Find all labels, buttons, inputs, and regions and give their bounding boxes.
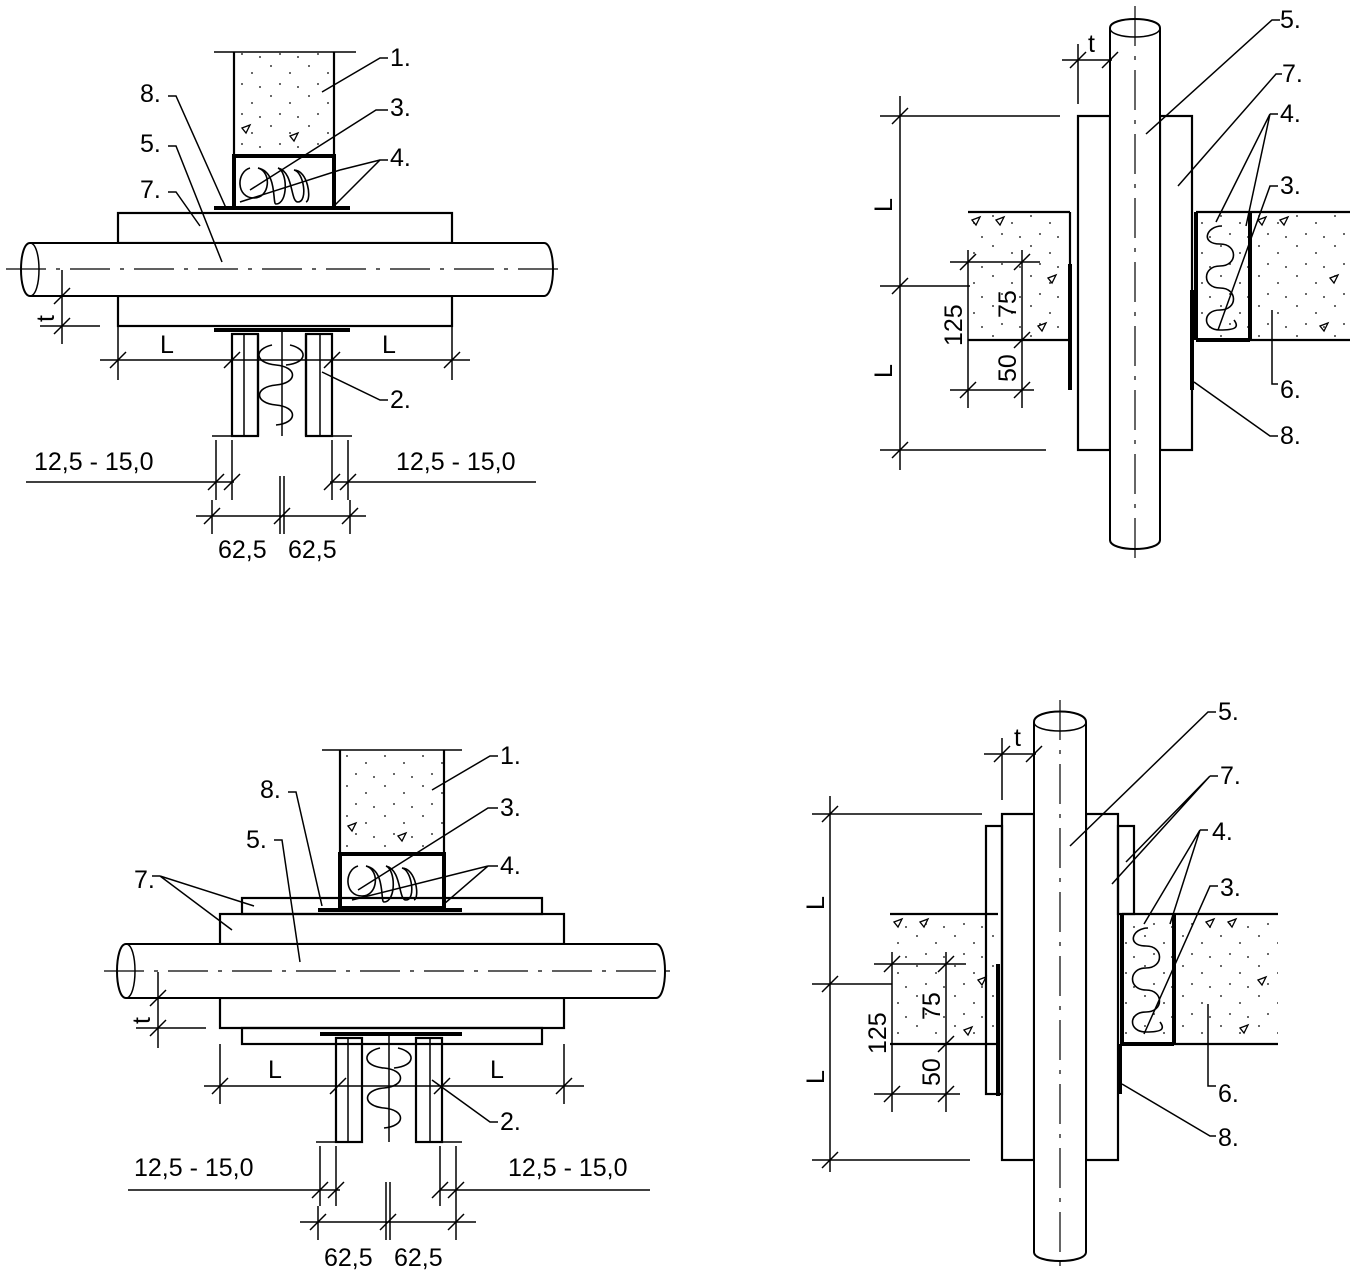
label-3-bl: 3. xyxy=(500,794,521,822)
dim-75: 75 xyxy=(994,290,1022,318)
label-3-br: 3. xyxy=(1220,874,1241,902)
dim-half-left: 62,5 xyxy=(218,536,267,564)
dim-50-br: 50 xyxy=(918,1058,946,1086)
pipe-insulation-upper xyxy=(116,211,454,245)
dim-125: 125 xyxy=(940,304,968,346)
dim-t-br: t xyxy=(1014,724,1021,752)
dim-L-lower: L xyxy=(870,364,898,378)
label-7-tr: 7. xyxy=(1282,60,1303,88)
label-2: 2. xyxy=(390,386,411,414)
dim-half-left-bl: 62,5 xyxy=(324,1244,373,1272)
detail-top-left: L L t 12,5 - 15,0 12,5 - 15,0 62,5 62,5 xyxy=(6,44,568,564)
label-8-br: 8. xyxy=(1218,1124,1239,1152)
gypsum-board-right xyxy=(304,332,334,438)
dim-t-bl: t xyxy=(128,1017,156,1024)
floor-slab-right-br xyxy=(1122,914,1278,1044)
dim-gap-left-bl: 12,5 - 15,0 xyxy=(134,1154,254,1182)
pipe-insulation-lower xyxy=(116,294,454,328)
detail-bottom-left: L L t 12,5 - 15,0 12,5 - 15,0 62,5 62,5 xyxy=(104,742,678,1272)
inner-insulation-left-br xyxy=(1000,812,1036,1162)
label-6-tr: 6. xyxy=(1280,376,1301,404)
concrete-slab-bl xyxy=(340,750,444,854)
label-5: 5. xyxy=(140,130,161,158)
dim-L-upper: L xyxy=(870,198,898,212)
dim-L-upper-br: L xyxy=(802,896,830,910)
gypsum-board-left-bl xyxy=(334,1036,364,1144)
label-5-bl: 5. xyxy=(246,826,267,854)
inner-insulation-lower xyxy=(218,996,566,1030)
concrete-slab xyxy=(234,52,334,156)
label-7-bl: 7. xyxy=(134,866,155,894)
label-8-bl: 8. xyxy=(260,776,281,804)
dim-L-right: L xyxy=(382,331,396,359)
label-5-tr: 5. xyxy=(1280,6,1301,34)
pipe-insulation-right xyxy=(1158,114,1194,452)
mineral-wool-filling xyxy=(232,154,336,210)
inner-insulation-upper xyxy=(218,912,566,946)
dim-L-left: L xyxy=(160,331,174,359)
dim-t: t xyxy=(32,315,60,322)
outer-insulation-right-br xyxy=(1116,824,1136,916)
detail-bottom-right: L L 125 75 50 t 5. 7. 4. 3. 6. 8. xyxy=(802,698,1278,1272)
label-1-bl: 1. xyxy=(500,742,521,770)
floor-slab-left xyxy=(968,212,1068,340)
dim-t-tr: t xyxy=(1088,30,1095,58)
label-2-bl: 2. xyxy=(500,1108,521,1136)
dim-75-br: 75 xyxy=(918,992,946,1020)
detail-top-right: L L 125 75 50 t 5. 7. 4. 3. 6. 8. xyxy=(870,6,1350,562)
dim-gap-right-bl: 12,5 - 15,0 xyxy=(508,1154,628,1182)
label-4-tr: 4. xyxy=(1280,100,1301,128)
label-5-br: 5. xyxy=(1218,698,1239,726)
label-3: 3. xyxy=(390,94,411,122)
dim-half-right: 62,5 xyxy=(288,536,337,564)
label-4-bl: 4. xyxy=(500,852,521,880)
label-7-br: 7. xyxy=(1220,762,1241,790)
label-1: 1. xyxy=(390,44,411,72)
label-4: 4. xyxy=(390,144,411,172)
dim-half-right-bl: 62,5 xyxy=(394,1244,443,1272)
label-3-tr: 3. xyxy=(1280,172,1301,200)
floor-slab-right xyxy=(1196,212,1350,340)
gypsum-board-left xyxy=(230,332,260,438)
dim-50: 50 xyxy=(994,354,1022,382)
dim-L-right-bl: L xyxy=(490,1056,504,1084)
label-6-br: 6. xyxy=(1218,1080,1239,1108)
label-7: 7. xyxy=(140,176,161,204)
label-8-tr: 8. xyxy=(1280,422,1301,450)
dim-L-left-bl: L xyxy=(268,1056,282,1084)
dim-gap-right: 12,5 - 15,0 xyxy=(396,448,516,476)
pipe-insulation-left xyxy=(1076,114,1112,452)
label-8: 8. xyxy=(140,80,161,108)
inner-insulation-right-br xyxy=(1084,812,1120,1162)
dim-gap-left: 12,5 - 15,0 xyxy=(34,448,154,476)
label-4-br: 4. xyxy=(1212,818,1233,846)
dim-L-lower-br: L xyxy=(802,1070,830,1084)
dim-125-br: 125 xyxy=(864,1012,892,1054)
